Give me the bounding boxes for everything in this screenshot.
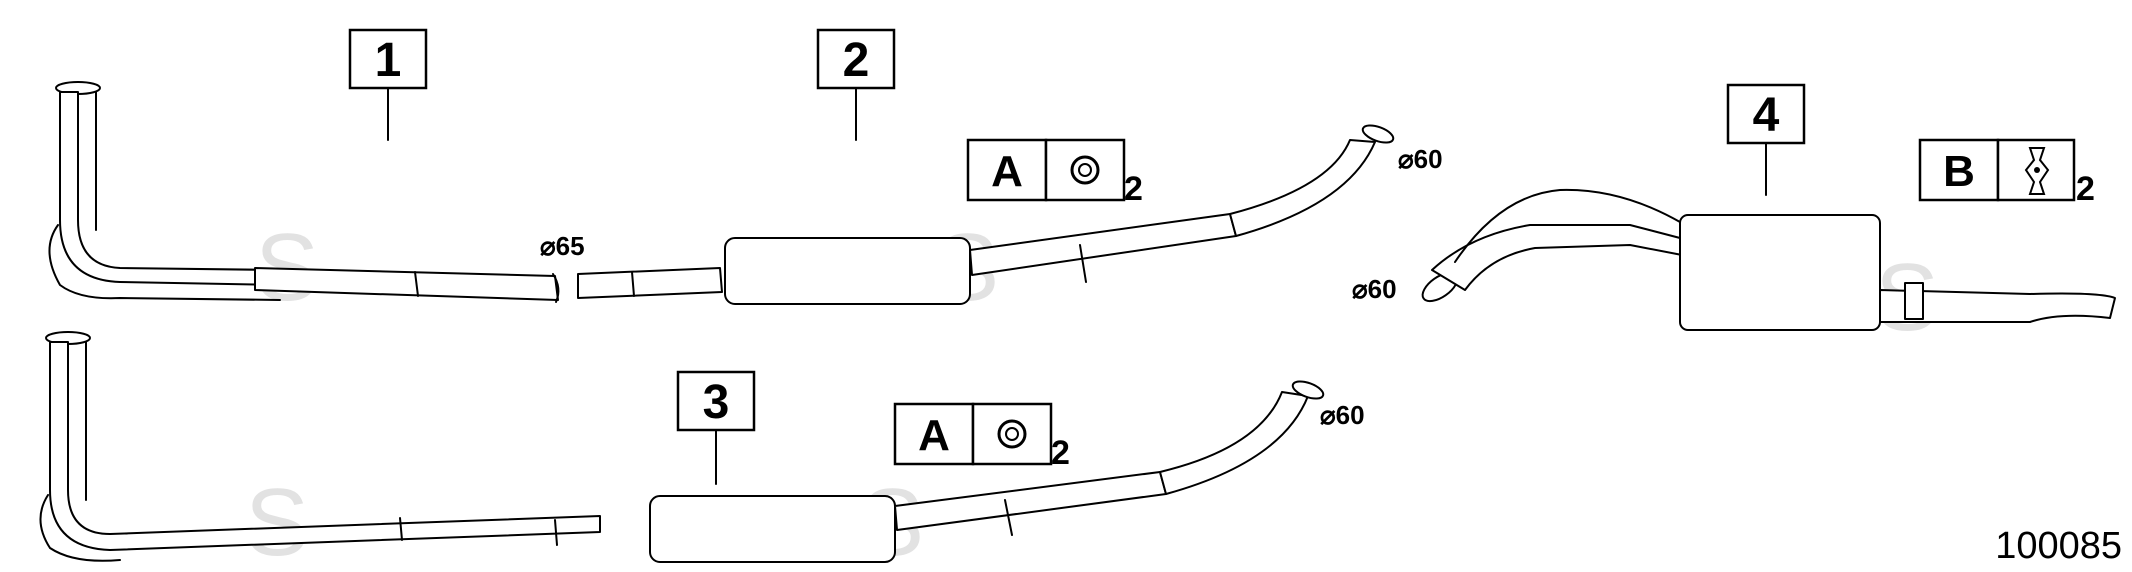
pipe-outline: [48, 224, 281, 301]
pipe-top-edge: [1454, 188, 1681, 263]
pipe-joint: [631, 271, 635, 297]
part-3-front-centre-section: [39, 331, 1325, 563]
fitting-letter: A: [918, 411, 950, 460]
fitting-quantity: 2: [1124, 170, 1143, 208]
hanger-bracket: [1904, 282, 1924, 320]
pipe-joint: [414, 271, 419, 297]
outlet-pipe: [969, 213, 1237, 276]
pipe-outline: [39, 494, 121, 562]
fitting-icon-box: [1044, 138, 1126, 202]
pipe-end: [1361, 124, 1395, 144]
callout-3: 3: [676, 370, 756, 485]
watermark: S: [245, 469, 309, 572]
pipe-straight: [254, 267, 559, 301]
pipe-cut-end: [552, 273, 560, 303]
outlet-pipe: [894, 471, 1167, 531]
fitting-letter-box: [893, 402, 975, 466]
pipe-end: [1291, 380, 1325, 400]
fitting-letter: A: [991, 147, 1023, 196]
part-1-front-pipe: [48, 81, 560, 303]
fitting-label-b: B 2: [1918, 138, 2095, 208]
inlet-pipe: [1431, 224, 1683, 291]
diameter-label: ⌀60: [1352, 274, 1397, 304]
callout-box: [676, 370, 756, 432]
hanger-stud: [1004, 499, 1013, 536]
fitting-quantity: 2: [1051, 434, 1070, 472]
fitting-quantity: 2: [2076, 170, 2095, 208]
hanger-stud: [1079, 244, 1087, 283]
part-4-rear-silencer: [1421, 188, 2116, 331]
diameter-label: ⌀65: [540, 231, 585, 261]
tailpipe: [1879, 289, 2116, 323]
pipe-joint: [554, 519, 558, 546]
silencer: [724, 237, 971, 305]
rubber-hanger-icon: [2024, 147, 2050, 195]
pipe-joint: [399, 517, 403, 541]
callout-4: 4: [1726, 83, 1806, 196]
silencer: [1679, 214, 1881, 331]
tailpipe-bend: [1159, 391, 1309, 495]
part-number: 3: [703, 376, 730, 429]
ring-clamp-icon: [997, 419, 1027, 449]
part-number: 4: [1753, 89, 1780, 142]
inlet-pipe: [577, 267, 723, 299]
callout-2: 2: [816, 28, 896, 141]
fitting-letter-box: [1918, 138, 2000, 202]
callout-box: [1726, 83, 1806, 145]
callout-1: 1: [348, 28, 428, 141]
silencer: [649, 495, 896, 563]
pipe-bend: [59, 91, 281, 286]
fitting-label-a-bottom: A 2: [893, 402, 1070, 472]
part-number: 2: [843, 34, 870, 87]
callout-box: [816, 28, 896, 90]
ring-clamp-icon: [1070, 155, 1100, 185]
fitting-label-a-top: A 2: [966, 138, 1143, 208]
part-2-centre-section: [577, 124, 1395, 305]
part-number: 1: [375, 34, 402, 87]
fitting-icon-box: [971, 402, 1053, 466]
reference-number: 100085: [1995, 525, 2122, 567]
tailpipe-bend: [1229, 139, 1376, 237]
diameter-label: ⌀60: [1398, 144, 1443, 174]
pipe-bend: [49, 341, 601, 551]
diameter-label: ⌀60: [1320, 400, 1365, 430]
fitting-letter: B: [1943, 147, 1975, 196]
fitting-letter-box: [966, 138, 1048, 202]
callout-box: [348, 28, 428, 90]
